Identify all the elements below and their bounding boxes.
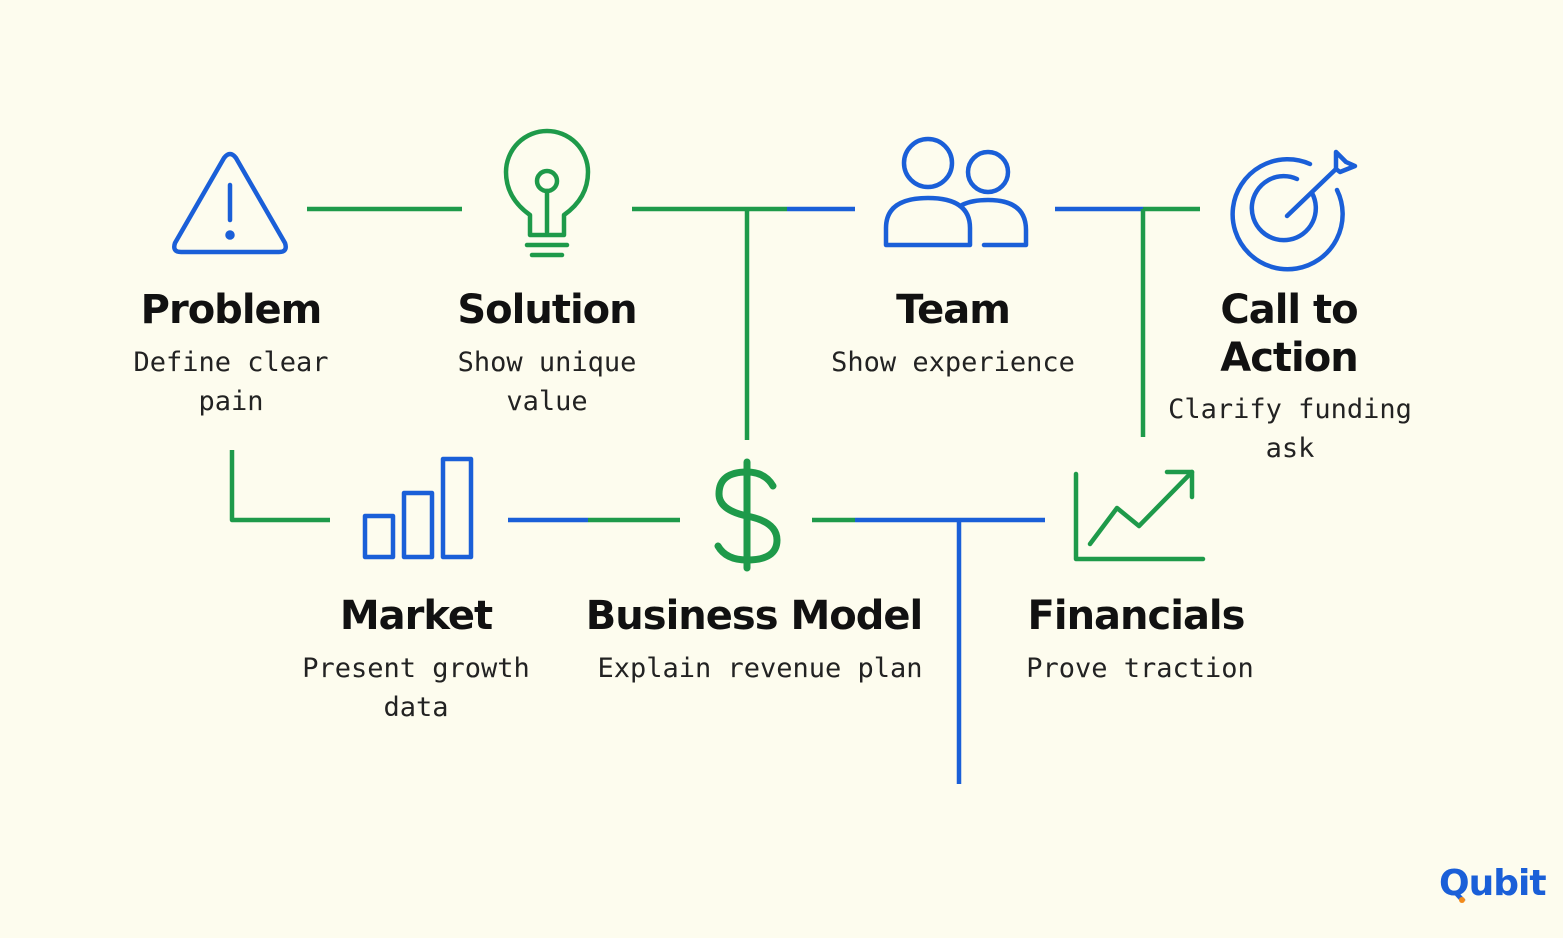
brand-logo-dot — [1459, 897, 1465, 903]
dollar-sign-icon — [714, 458, 781, 572]
step-business-model-desc: Explain revenue plan — [597, 653, 923, 684]
step-cta-desc: Clarify funding ask — [1168, 394, 1412, 464]
lightbulb-icon — [503, 128, 591, 258]
connector-problem-market — [229, 450, 330, 523]
step-business-model-title: Business Model — [585, 593, 923, 639]
trend-chart-icon — [1073, 469, 1206, 562]
step-team-desc: Show experience — [831, 347, 1075, 378]
step-market-title: Market — [339, 593, 493, 639]
step-problem-desc: Define clear pain — [133, 347, 329, 417]
bar-chart-icon — [362, 456, 474, 560]
brand-logo: Qubit — [1439, 863, 1547, 904]
warning-triangle-icon — [172, 151, 288, 255]
step-financials-title: Financials — [1027, 593, 1246, 639]
step-problem-title: Problem — [140, 287, 323, 333]
step-financials-desc: Prove traction — [1026, 653, 1254, 684]
people-icon — [883, 136, 1029, 248]
target-icon — [1230, 149, 1358, 272]
step-market-desc: Present growth data — [302, 653, 530, 723]
step-cta-title: Call to Action — [1220, 287, 1358, 381]
step-solution-desc: Show unique value — [457, 347, 637, 417]
step-team-title: Team — [896, 287, 1011, 333]
step-solution-title: Solution — [457, 287, 637, 333]
